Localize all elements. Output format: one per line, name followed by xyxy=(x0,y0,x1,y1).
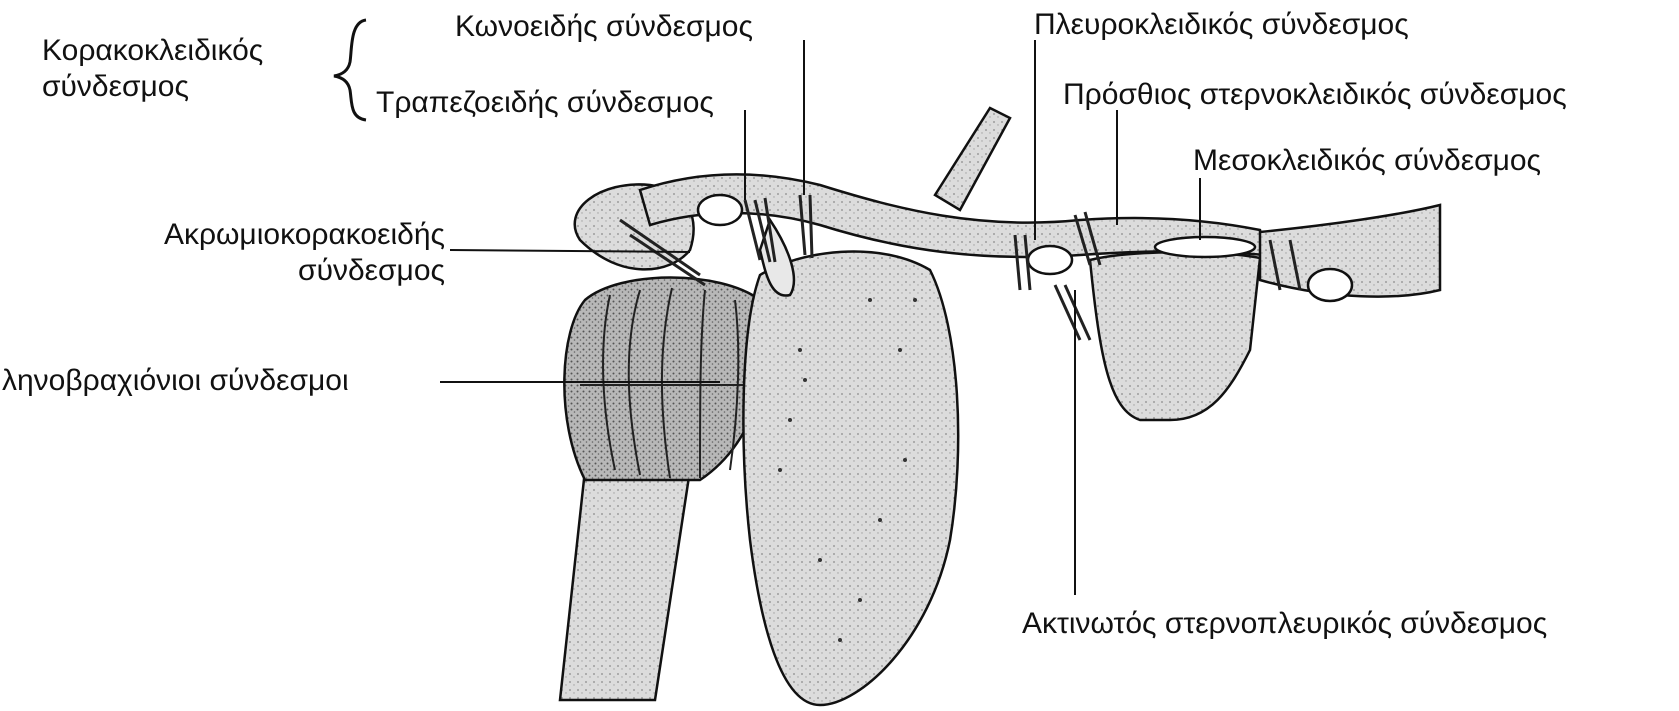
label-glenohumeral: ληνοβραχιόνιοι σύνδεσμοι xyxy=(2,364,349,398)
interclavicular-gap xyxy=(1155,237,1255,257)
opposite-joint xyxy=(1308,269,1352,301)
label-coracoclavicular-2: σύνδεσμος xyxy=(42,70,189,104)
scapula xyxy=(743,251,958,705)
humerus xyxy=(560,470,690,700)
label-conoid: Κωνοειδής σύνδεσμος xyxy=(455,10,753,44)
label-anterior-sternoclavicular: Πρόσθιος στερνοκλειδικός σύνδεσμος xyxy=(1063,78,1567,112)
label-acromiocoracoid-2: σύνδεσμος xyxy=(100,254,445,288)
label-costoclavicular: Πλευροκλειδικός σύνδεσμος xyxy=(1034,8,1409,42)
label-coracoclavicular-1: Κορακοκλειδικός xyxy=(42,34,263,68)
sternoclavicular-disc xyxy=(1028,246,1072,274)
brace xyxy=(334,20,366,120)
label-radiate-sternocostal: Ακτινωτός στερνοπλευρικός σύνδεσμος xyxy=(1022,607,1547,641)
first-rib xyxy=(935,108,1010,210)
label-acromiocoracoid-1: Ακρωμιοκορακοειδής xyxy=(100,218,445,252)
label-trapezoid: Τραπεζοειδής σύνδεσμος xyxy=(376,86,714,120)
acromioclavicular-gap xyxy=(698,195,742,225)
label-interclavicular: Μεσοκλειδικός σύνδεσμος xyxy=(1193,144,1541,178)
manubrium xyxy=(1090,252,1260,420)
